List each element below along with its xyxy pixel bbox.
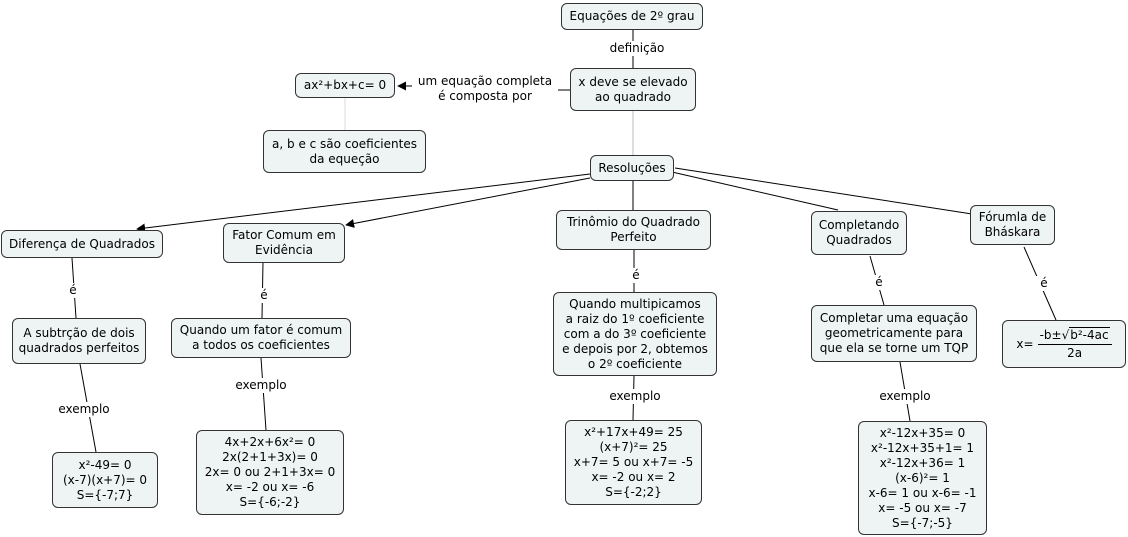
node-bhaskara[interactable]: Fórumla de Bháskara xyxy=(970,205,1055,245)
node-trinomio-exemplo[interactable]: x²+17x+49= 25 (x+7)²= 25 x+7= 5 ou x+7= … xyxy=(565,420,702,505)
node-completando-def-text: Completar uma equação geometricamente pa… xyxy=(819,311,969,355)
bhaskara-numerator: -b± √ b²-4ac xyxy=(1037,327,1112,345)
node-bhaskara-text: Fórumla de Bháskara xyxy=(978,210,1047,239)
link-label-e-difq: é xyxy=(63,283,83,298)
node-completando-exemplo[interactable]: x²-12x+35= 0 x²-12x+35+1= 1 x²-12x+36= 1… xyxy=(858,421,987,535)
node-definition[interactable]: x deve se elevado ao quadrado xyxy=(570,68,696,111)
node-bhaskara-formula[interactable]: x= -b± √ b²-4ac 2a xyxy=(1002,320,1126,368)
node-fator-def[interactable]: Quando um fator é comum a todos os coefi… xyxy=(171,318,351,358)
radical-icon: √ xyxy=(1061,327,1070,342)
node-diferenca-exemplo[interactable]: x²-49= 0 (x-7)(x+7)= 0 S={-7;7} xyxy=(52,452,158,508)
node-resolucoes-text: Resoluções xyxy=(598,160,666,175)
node-trinomio-def-text: Quando multipicamos a raiz do 1º coefici… xyxy=(562,296,708,371)
bhaskara-denominator: 2a xyxy=(1067,346,1083,360)
node-resolucoes[interactable]: Resoluções xyxy=(590,155,674,181)
bhaskara-num-prefix: -b± xyxy=(1039,327,1062,342)
node-completando-exemplo-text: x²-12x+35= 0 x²-12x+35+1= 1 x²-12x+36= 1… xyxy=(868,425,977,530)
node-fator-exemplo[interactable]: 4x+2x+6x²= 0 2x(2+1+3x)= 0 2x= 0 ou 2+1+… xyxy=(196,430,344,515)
node-general-formula-text: ax²+bx+c= 0 xyxy=(303,78,387,92)
node-general-formula[interactable]: ax²+bx+c= 0 xyxy=(295,73,395,98)
node-diferenca-def-text: A subtrção de dois quadrados perfeitos xyxy=(18,326,140,355)
link-label-e-bhask: é xyxy=(1034,276,1054,291)
node-trinomio-text: Trinômio do Quadrado Perfeito xyxy=(566,215,700,244)
link-resol-difq xyxy=(136,173,591,233)
node-trinomio-def[interactable]: Quando multipicamos a raiz do 1º coefici… xyxy=(553,292,717,376)
node-diferenca-quadrados-text: Diferença de Quadrados xyxy=(9,236,155,251)
link-label-exemplo-fator: exemplo xyxy=(229,378,293,393)
node-completando-text: Completando Quadrados xyxy=(818,218,900,247)
node-completando[interactable]: Completando Quadrados xyxy=(811,211,907,255)
node-diferenca-quadrados[interactable]: Diferença de Quadrados xyxy=(1,230,163,258)
link-label-e-fator: é xyxy=(254,288,274,303)
node-coefficients-text: a, b e c são coeficientes da equeção xyxy=(272,136,417,166)
node-fator-comum-text: Fator Comum em Evidência xyxy=(232,228,336,257)
link-label-exemplo-difq: exemplo xyxy=(52,402,116,417)
node-completando-def[interactable]: Completar uma equação geometricamente pa… xyxy=(811,305,977,362)
link-label-exemplo-trin: exemplo xyxy=(603,389,667,404)
node-definition-text: x deve se elevado ao quadrado xyxy=(578,74,688,104)
link-resol-compl xyxy=(671,171,839,211)
node-diferenca-exemplo-text: x²-49= 0 (x-7)(x+7)= 0 S={-7;7} xyxy=(62,457,148,502)
link-label-composta: um equação completa é composta por xyxy=(412,74,558,104)
link-label-definicao: definição xyxy=(603,41,671,56)
bhaskara-sqrt: √ b²-4ac xyxy=(1062,327,1110,343)
node-trinomio[interactable]: Trinômio do Quadrado Perfeito xyxy=(556,210,711,250)
node-trinomio-exemplo-text: x²+17x+49= 25 (x+7)²= 25 x+7= 5 ou x+7= … xyxy=(573,425,694,499)
node-coefficients[interactable]: a, b e c são coeficientes da equeção xyxy=(263,130,426,173)
link-label-e-compl: é xyxy=(869,275,889,290)
link-resol-fator xyxy=(345,177,591,228)
bhaskara-fraction: -b± √ b²-4ac 2a xyxy=(1037,327,1112,361)
bhaskara-lhs: x= xyxy=(1016,336,1034,351)
link-label-e-trin: é xyxy=(626,268,646,283)
link-resol-bhask xyxy=(674,167,973,215)
link-fator-ex xyxy=(260,357,267,431)
node-fator-comum[interactable]: Fator Comum em Evidência xyxy=(223,223,345,263)
node-title-text: Equações de 2º grau xyxy=(569,9,695,23)
node-fator-def-text: Quando um fator é comum a todos os coefi… xyxy=(179,323,343,352)
node-diferenca-def[interactable]: A subtrção de dois quadrados perfeitos xyxy=(12,318,146,364)
bhaskara-radicand: b²-4ac xyxy=(1069,327,1110,342)
link-label-exemplo-compl: exemplo xyxy=(873,389,937,404)
node-fator-exemplo-text: 4x+2x+6x²= 0 2x(2+1+3x)= 0 2x= 0 ou 2+1+… xyxy=(204,435,336,509)
node-title[interactable]: Equações de 2º grau xyxy=(561,3,703,30)
